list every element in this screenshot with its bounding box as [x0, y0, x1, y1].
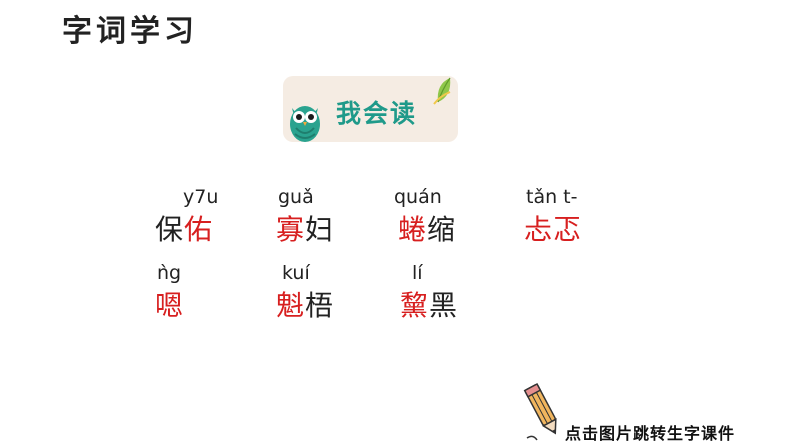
word-hanzi: 黧黑	[400, 289, 459, 322]
word-hanzi: 保佑	[155, 213, 214, 246]
courseware-link[interactable]: 点击图片跳转生字课件	[565, 424, 736, 443]
word-hanzi: 寡妇	[276, 213, 335, 246]
word-pinyin: quán	[394, 186, 442, 208]
word-pinyin: ǹg	[157, 262, 182, 284]
word-hanzi: 魁梧	[276, 289, 335, 322]
word-pinyin: lí	[412, 262, 423, 284]
page-title: 字词学习	[62, 14, 198, 49]
word-hanzi: 嗯	[155, 289, 185, 322]
word-hanzi: 忐忑	[524, 213, 583, 246]
pencil-icon[interactable]	[521, 380, 567, 444]
leaf-icon	[433, 77, 451, 105]
word-pinyin: kuí	[282, 262, 310, 284]
word-hanzi: 蜷缩	[398, 213, 457, 246]
word-pinyin: y7u	[183, 186, 219, 208]
badge-label: 我会读	[336, 99, 418, 128]
word-pinyin: guǎ	[278, 186, 314, 208]
owl-icon	[290, 106, 320, 142]
word-pinyin: tǎn t-	[526, 186, 578, 208]
